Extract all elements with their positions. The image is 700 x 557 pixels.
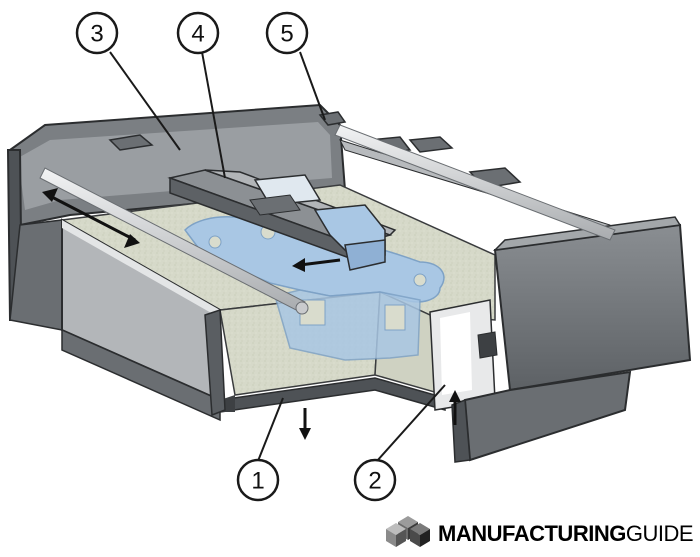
logo-bold-text: MANUFACTURING: [438, 521, 626, 546]
callout-4-label: 4: [191, 21, 204, 48]
sintered-part: [184, 216, 445, 361]
guide-rods: [39, 124, 616, 315]
leader-lines: [109, 51, 446, 462]
callout-3: 3: [75, 11, 119, 55]
cube-logo-icon: [386, 516, 430, 547]
callout-1: 1: [236, 458, 280, 502]
motion-arrows: [42, 188, 461, 440]
callout-5-label: 5: [280, 21, 293, 48]
callout-2: 2: [353, 458, 397, 502]
logo-light-text: GUIDE: [626, 521, 693, 546]
callout-3-label: 3: [90, 21, 103, 48]
callout-1-label: 1: [251, 468, 264, 495]
laser-carriage: [167, 169, 397, 271]
callout-5: 5: [265, 11, 309, 55]
callout-4: 4: [176, 11, 220, 55]
right-frame: [61, 216, 692, 463]
logo-wordmark: MANUFACTURINGGUIDE: [438, 521, 693, 546]
manufacturing-guide-logo: MANUFACTURINGGUIDE: [386, 516, 694, 547]
callout-2-label: 2: [368, 468, 381, 495]
